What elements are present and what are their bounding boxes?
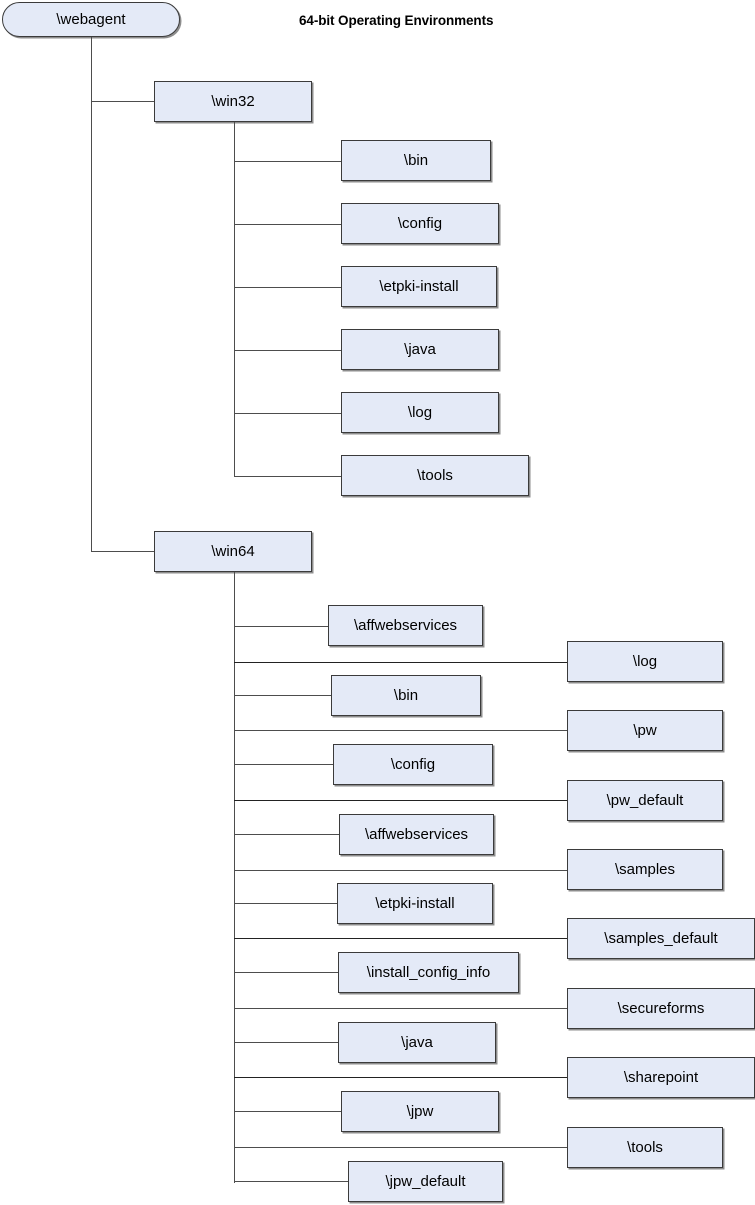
edge-win64-left-1: [234, 695, 331, 697]
node-win64-samples[interactable]: \samples: [567, 849, 723, 890]
node-label: \java: [401, 1034, 433, 1051]
edge-win64-right-6: [234, 1077, 568, 1079]
node-label: \config: [390, 756, 436, 773]
node-label: \affwebservices: [364, 826, 469, 843]
edge-win64-left-4: [234, 903, 337, 905]
node-win64-jpw[interactable]: \jpw: [341, 1091, 499, 1132]
node-label: \jpw: [406, 1103, 434, 1120]
node-label: \webagent: [56, 11, 126, 28]
node-win32-bin[interactable]: \bin: [341, 140, 491, 181]
node-label: \affwebservices: [353, 617, 458, 634]
node-win32-java[interactable]: \java: [341, 329, 499, 370]
edge-win32-child-3: [234, 350, 342, 352]
node-win64-pw-default[interactable]: \pw_default: [567, 780, 723, 821]
edge-root-trunk: [91, 37, 93, 552]
edge-win32-child-5: [234, 476, 342, 478]
node-win64-affwebservices-1[interactable]: \affwebservices: [328, 605, 483, 646]
node-win64-jpw-default[interactable]: \jpw_default: [348, 1161, 503, 1202]
edge-win64-right-0: [234, 662, 568, 664]
node-win64-etpki-install[interactable]: \etpki-install: [337, 883, 493, 924]
node-label: \secureforms: [617, 1000, 705, 1017]
edge-win64-right-1: [234, 730, 568, 732]
edge-win64-trunk: [234, 572, 236, 1183]
edge-win32-child-4: [234, 413, 342, 415]
node-win64-tools[interactable]: \tools: [567, 1127, 723, 1168]
node-label: \samples_default: [604, 930, 718, 947]
node-label: \bin: [393, 687, 419, 704]
node-win64-affwebservices-2[interactable]: \affwebservices: [339, 814, 494, 855]
edge-win64-left-7: [234, 1111, 341, 1113]
node-win32-log[interactable]: \log: [341, 392, 499, 433]
edge-win64-left-0: [234, 626, 328, 628]
node-win64-sharepoint[interactable]: \sharepoint: [567, 1057, 755, 1098]
node-label: \log: [407, 404, 433, 421]
edge-win64-left-8: [234, 1181, 348, 1183]
node-win64-log[interactable]: \log: [567, 641, 723, 682]
node-win64[interactable]: \win64: [154, 531, 312, 572]
edge-win64-left-3: [234, 834, 339, 836]
node-label: \pw: [633, 722, 657, 739]
edge-root-to-win64: [91, 551, 154, 553]
node-label: \install_config_info: [366, 964, 491, 981]
node-label: \win32: [211, 93, 255, 110]
node-win32-etpki-install[interactable]: \etpki-install: [341, 266, 497, 307]
edge-root-to-win32: [91, 101, 154, 103]
node-label: \tools: [627, 1139, 663, 1156]
node-label: \bin: [403, 152, 429, 169]
node-label: \log: [632, 653, 658, 670]
node-label: \samples: [614, 861, 676, 878]
edge-win64-left-5: [234, 972, 338, 974]
node-webagent[interactable]: \webagent: [2, 2, 180, 37]
edge-win64-right-2: [234, 800, 568, 802]
node-win64-install-config-info[interactable]: \install_config_info: [338, 952, 519, 993]
edge-win64-right-4: [234, 938, 568, 940]
edge-win32-trunk: [234, 122, 236, 477]
node-win32-tools[interactable]: \tools: [341, 455, 529, 496]
edge-win64-right-3: [234, 870, 568, 872]
edge-win64-right-5: [234, 1008, 568, 1010]
edge-win32-child-2: [234, 287, 342, 289]
node-win64-bin[interactable]: \bin: [331, 675, 481, 716]
node-win32-config[interactable]: \config: [341, 203, 499, 244]
edge-win64-left-6: [234, 1042, 338, 1044]
node-win64-java[interactable]: \java: [338, 1022, 496, 1063]
node-label: \tools: [417, 467, 453, 484]
node-label: \pw_default: [606, 792, 684, 809]
diagram-title: 64-bit Operating Environments: [299, 13, 494, 28]
edge-win32-child-0: [234, 161, 342, 163]
node-label: \java: [404, 341, 436, 358]
node-win64-secureforms[interactable]: \secureforms: [567, 988, 755, 1029]
node-label: \etpki-install: [375, 895, 455, 912]
node-win64-config[interactable]: \config: [333, 744, 493, 785]
node-label: \config: [397, 215, 443, 232]
edge-win32-child-1: [234, 224, 342, 226]
node-win64-samples-default[interactable]: \samples_default: [567, 918, 755, 959]
node-win64-pw[interactable]: \pw: [567, 710, 723, 751]
node-label: \jpw_default: [385, 1173, 466, 1190]
node-label: \etpki-install: [379, 278, 459, 295]
node-label: \sharepoint: [623, 1069, 699, 1086]
edge-win64-right-7: [234, 1147, 568, 1149]
node-label: \win64: [211, 543, 255, 560]
edge-win64-left-2: [234, 764, 333, 766]
node-win32[interactable]: \win32: [154, 81, 312, 122]
